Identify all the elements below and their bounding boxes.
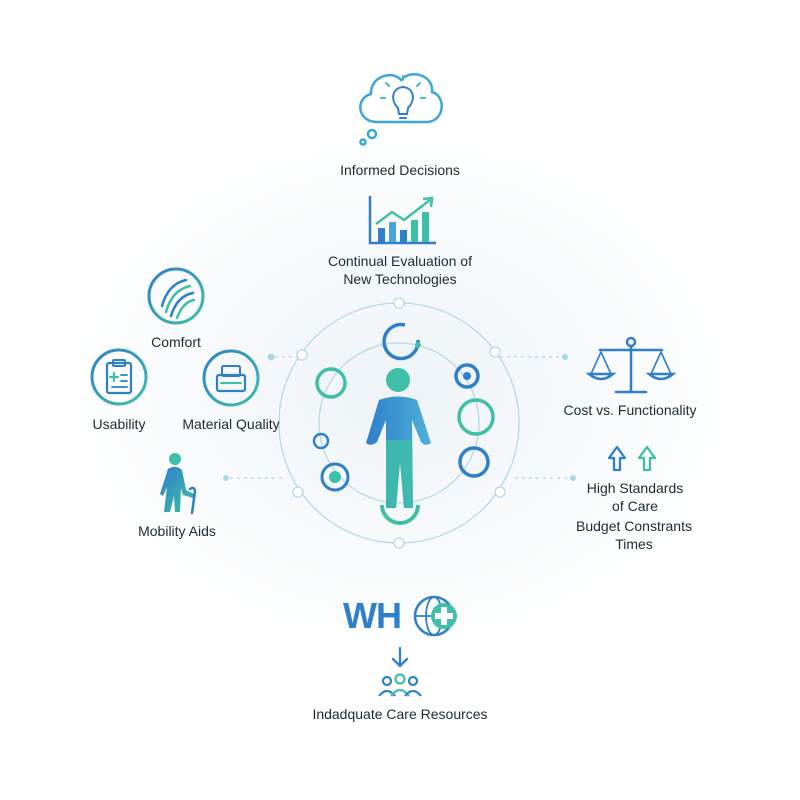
label-usability: Usability — [92, 416, 146, 432]
connector-dots — [223, 353, 576, 481]
label-high-standards-1: High Standards — [586, 480, 684, 496]
label-budget-constraints-1: Budget Constrants — [576, 518, 692, 534]
connector-lines — [230, 356, 573, 479]
who-logo-text: WH — [343, 595, 402, 636]
label-budget-constraints-2: Times — [615, 536, 653, 552]
ring-nodes — [292, 297, 506, 549]
lightbulb-thought-icon — [359, 73, 443, 146]
globe-plus-icon — [413, 595, 457, 637]
label-inadequate-care: Indadquate Care Resources — [312, 706, 488, 722]
elderly-cane-icon — [160, 453, 197, 515]
label-continual-evaluation-2: New Technologies — [343, 271, 457, 287]
label-high-standards-2: of Care — [612, 498, 658, 514]
label-cost-vs-functionality: Cost vs. Functionality — [563, 402, 697, 418]
material-box-icon — [202, 349, 260, 407]
label-mobility-aids: Mobility Aids — [138, 523, 216, 539]
label-material-quality: Material Quality — [182, 416, 280, 432]
clipboard-icon — [90, 348, 148, 406]
orbit-circles — [312, 322, 495, 525]
label-informed-decisions: Informed Decisions — [340, 162, 460, 178]
balance-scale-icon — [585, 336, 677, 394]
label-continual-evaluation-1: Continual Evaluation of — [328, 253, 472, 269]
fabric-texture-icon — [147, 267, 205, 325]
label-comfort: Comfort — [151, 334, 201, 350]
inner-ring — [318, 342, 480, 504]
up-arrows-icon — [607, 445, 657, 472]
person-figure-icon — [366, 368, 431, 508]
down-arrow-icon — [391, 646, 409, 668]
group-people-icon — [378, 673, 422, 697]
growth-chart-icon — [368, 196, 436, 245]
